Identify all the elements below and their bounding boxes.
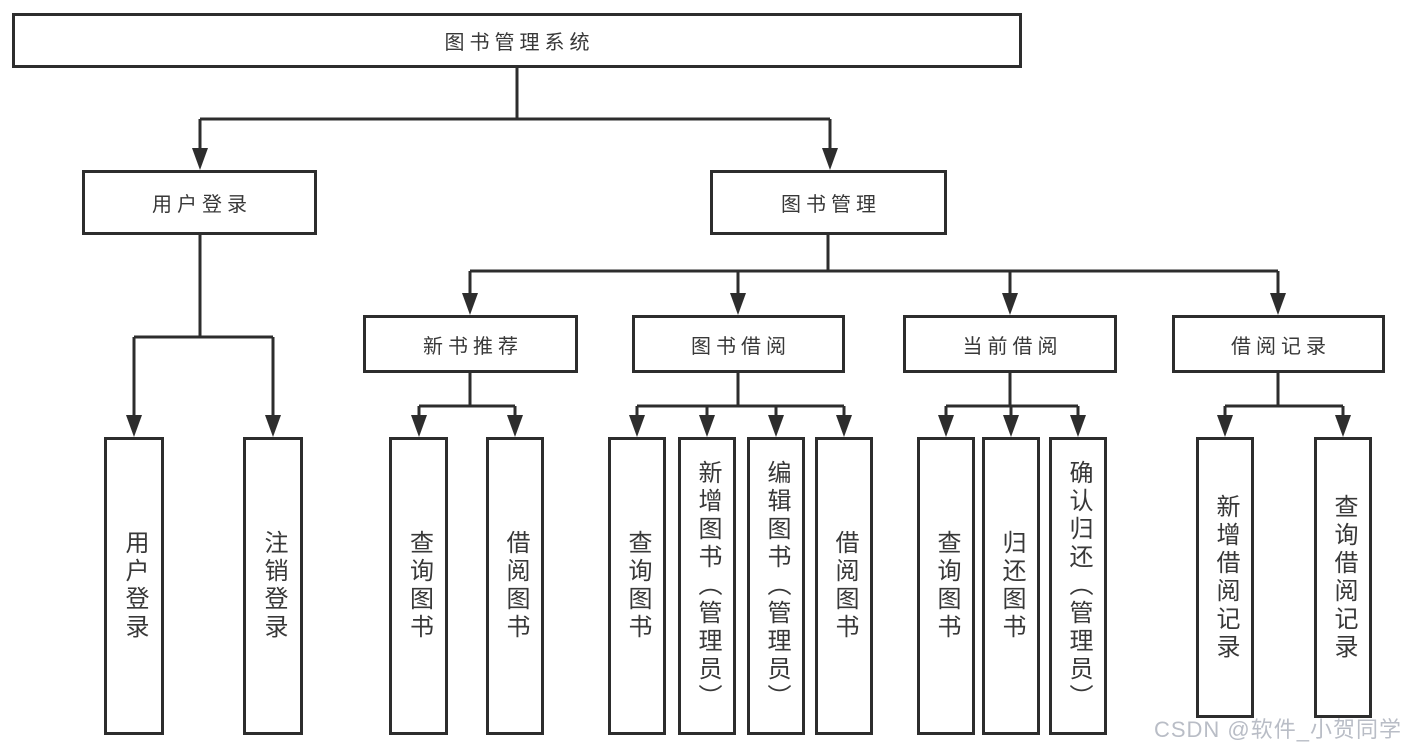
node-book-borrowing: 图书借阅: [632, 315, 845, 373]
leaf-query-books-2: 查询图书: [608, 437, 666, 735]
leaf-logout: 注销登录: [243, 437, 303, 735]
leaf-add-borrow-record: 新增借阅记录: [1196, 437, 1254, 718]
leaf-query-borrow-record: 查询借阅记录: [1314, 437, 1372, 718]
node-new-book-recommendation: 新书推荐: [363, 315, 578, 373]
leaf-confirm-return-admin: 确认归还（管理员）: [1049, 437, 1107, 735]
node-book-management: 图书管理: [710, 170, 947, 235]
leaf-borrow-books-2: 借阅图书: [815, 437, 873, 735]
csdn-watermark: CSDN @软件_小贺同学: [1153, 717, 1402, 742]
leaf-edit-book-admin: 编辑图书（管理员）: [747, 437, 805, 735]
node-user-login: 用户登录: [82, 170, 317, 235]
leaf-query-books-3: 查询图书: [917, 437, 975, 735]
leaf-add-book-admin: 新增图书（管理员）: [678, 437, 736, 735]
leaf-query-books-1: 查询图书: [389, 437, 448, 735]
node-library-management-system: 图书管理系统: [12, 13, 1022, 68]
node-current-borrowing: 当前借阅: [903, 315, 1117, 373]
node-borrowing-records: 借阅记录: [1172, 315, 1385, 373]
arrowheads: [126, 148, 1351, 437]
leaf-borrow-books-1: 借阅图书: [486, 437, 544, 735]
connector-paths: [132, 68, 1345, 419]
leaf-user-login: 用户登录: [104, 437, 164, 735]
leaf-return-book: 归还图书: [982, 437, 1040, 735]
